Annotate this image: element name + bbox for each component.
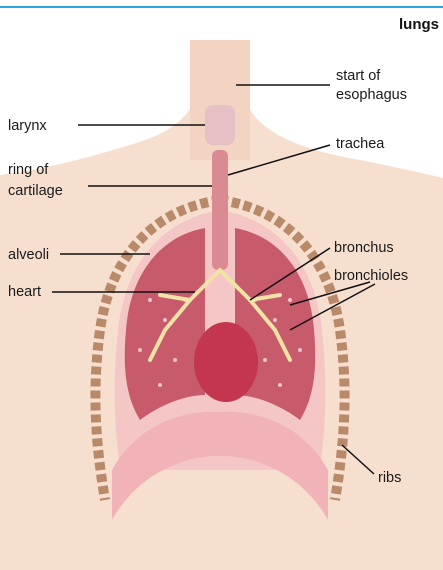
label-heart: heart — [8, 284, 41, 300]
label-larynx: larynx — [8, 118, 47, 134]
label-bronchus: bronchus — [334, 240, 394, 256]
label-ring-of: ring of — [8, 162, 49, 178]
label-start-of: start of — [336, 68, 381, 84]
heart-shape — [194, 322, 258, 402]
label-trachea: trachea — [336, 136, 385, 152]
label-ribs: ribs — [378, 470, 401, 486]
label-esophagus: esophagus — [336, 87, 407, 103]
trachea-tube — [212, 150, 228, 270]
label-bronchioles: bronchioles — [334, 268, 408, 284]
label-alveoli: alveoli — [8, 247, 49, 263]
label-cartilage: cartilage — [8, 183, 63, 199]
larynx-shape — [205, 105, 235, 145]
